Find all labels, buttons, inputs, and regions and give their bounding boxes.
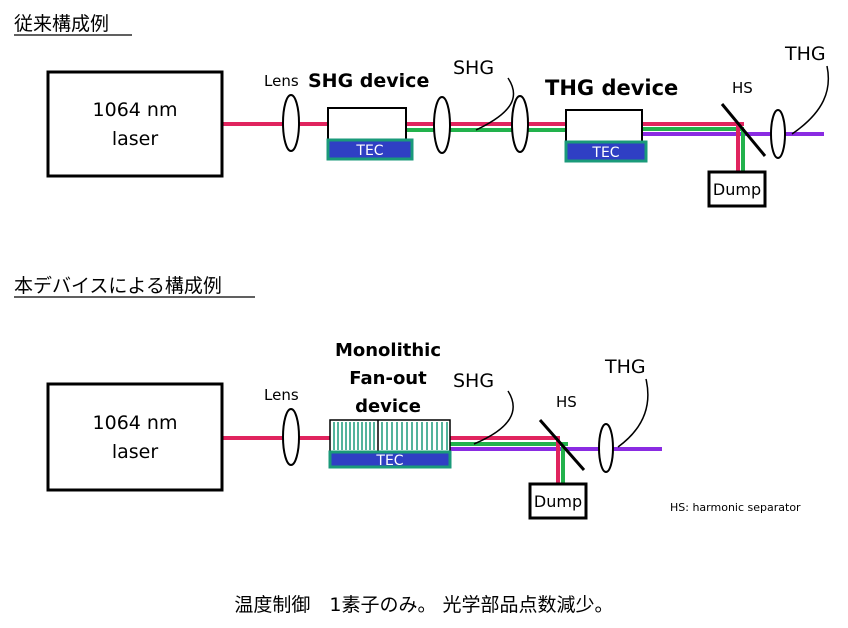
shg-leader-1 bbox=[475, 77, 515, 131]
lens-2 bbox=[433, 96, 451, 154]
lens-4 bbox=[770, 109, 786, 159]
footer-note: 温度制御 1素子のみ。 光学部品点数減少。 bbox=[234, 594, 613, 616]
conventional-heading: 従来構成例 bbox=[14, 13, 109, 35]
laser-label-line1-1: 1064 nm bbox=[93, 99, 178, 121]
tec-label-1: TEC bbox=[355, 143, 383, 159]
tec-2 bbox=[564, 140, 648, 163]
dump-label-2: Dump bbox=[534, 492, 582, 511]
thg-leader-2 bbox=[617, 378, 649, 448]
shg-device-crystal bbox=[327, 107, 407, 141]
tec-label-3: TEC bbox=[375, 453, 403, 469]
shg-label-2: SHG bbox=[453, 370, 494, 392]
tec-1 bbox=[326, 138, 414, 161]
hs-legend-note: HS: harmonic separator bbox=[670, 501, 801, 514]
laser-box-1 bbox=[46, 70, 224, 178]
lens-3 bbox=[511, 95, 529, 153]
laser-box-2 bbox=[46, 382, 224, 492]
harmonic-separator-1 bbox=[720, 103, 767, 157]
laser-label-line2-2: laser bbox=[112, 441, 159, 463]
thg-label-2: THG bbox=[604, 356, 646, 378]
laser-label-line2-1: laser bbox=[112, 128, 159, 150]
thg-leader-1 bbox=[791, 65, 830, 135]
dump-box-1 bbox=[707, 170, 767, 208]
lens-5 bbox=[282, 408, 300, 466]
fanout-device-label-line2: Fan-out bbox=[349, 368, 427, 389]
tec-3 bbox=[328, 450, 452, 469]
lens-label-2: Lens bbox=[264, 386, 299, 404]
thg-label-1: THG bbox=[784, 43, 826, 65]
dump-box-2 bbox=[528, 482, 588, 520]
harmonic-separator-2 bbox=[538, 419, 586, 471]
laser-label-line1-2: 1064 nm bbox=[93, 412, 178, 434]
fanout-device-label-line1: Monolithic bbox=[335, 340, 441, 361]
hs-label-1: HS bbox=[732, 79, 753, 97]
shg-leader-2 bbox=[473, 390, 514, 445]
shg-device-label: SHG device bbox=[308, 70, 429, 92]
shg-label-1: SHG bbox=[453, 57, 494, 79]
hs-label-2: HS bbox=[556, 393, 577, 411]
thg-device-crystal bbox=[565, 109, 643, 143]
proposed-heading: 本デバイスによる構成例 bbox=[14, 275, 222, 297]
dump-label-1: Dump bbox=[713, 180, 761, 199]
lens-6 bbox=[598, 423, 614, 473]
lens-label-1: Lens bbox=[264, 72, 299, 90]
lens-1 bbox=[282, 94, 300, 152]
tec-label-2: TEC bbox=[591, 145, 619, 161]
fanout-crystal bbox=[329, 419, 451, 453]
fanout-device-label-line3: device bbox=[355, 396, 421, 417]
thg-device-label: THG device bbox=[545, 76, 678, 100]
